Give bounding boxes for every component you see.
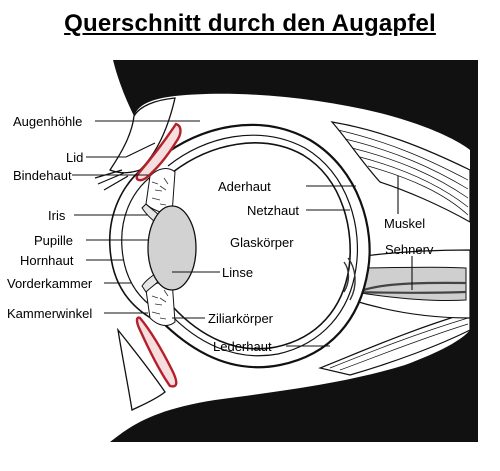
label-sehnerv: Sehnerv bbox=[385, 242, 434, 257]
upper-lid-red bbox=[135, 122, 182, 182]
retina-line bbox=[172, 142, 351, 350]
ciliary-texture-upper bbox=[151, 177, 169, 206]
eyelashes bbox=[94, 169, 129, 191]
label-aderhaut: Aderhaut bbox=[218, 179, 271, 194]
label-glaskoerper: Glaskörper bbox=[230, 235, 294, 250]
label-netzhaut: Netzhaut bbox=[247, 203, 300, 218]
label-bindehaut: Bindehaut bbox=[13, 168, 72, 183]
leader-lines bbox=[72, 120, 413, 347]
label-muskel: Muskel bbox=[384, 216, 426, 231]
leader-lid bbox=[86, 142, 156, 158]
upper-muscle-striation bbox=[337, 129, 469, 216]
ciliary-texture-lower bbox=[151, 289, 169, 320]
label-kammerwinkel: Kammerwinkel bbox=[7, 306, 93, 321]
choroid-line bbox=[167, 134, 359, 357]
orbit-region bbox=[110, 60, 478, 442]
optic-disc bbox=[343, 257, 356, 301]
label-vorderkammer: Vorderkammer bbox=[7, 276, 93, 291]
lens bbox=[147, 205, 197, 291]
label-augenhoehle: Augenhöhle bbox=[13, 114, 83, 129]
diagram-title: Querschnitt durch den Augapfel bbox=[64, 10, 436, 37]
label-lederhaut: Lederhaut bbox=[213, 339, 272, 354]
cornea-inner bbox=[121, 169, 161, 313]
label-hornhaut: Hornhaut bbox=[20, 253, 74, 268]
cornea-outer bbox=[108, 157, 159, 323]
label-linse: Linse bbox=[222, 265, 254, 280]
lower-lid-skin bbox=[116, 327, 166, 411]
lower-lid-red bbox=[135, 316, 178, 388]
lower-muscle bbox=[318, 311, 471, 376]
label-lid: Lid bbox=[66, 150, 84, 165]
lower-muscle-striation bbox=[329, 317, 469, 371]
label-pupille: Pupille bbox=[34, 233, 74, 248]
label-ziliarkoerper: Ziliarkörper bbox=[208, 311, 274, 326]
upper-muscle bbox=[330, 121, 471, 224]
label-iris: Iris bbox=[48, 208, 66, 223]
